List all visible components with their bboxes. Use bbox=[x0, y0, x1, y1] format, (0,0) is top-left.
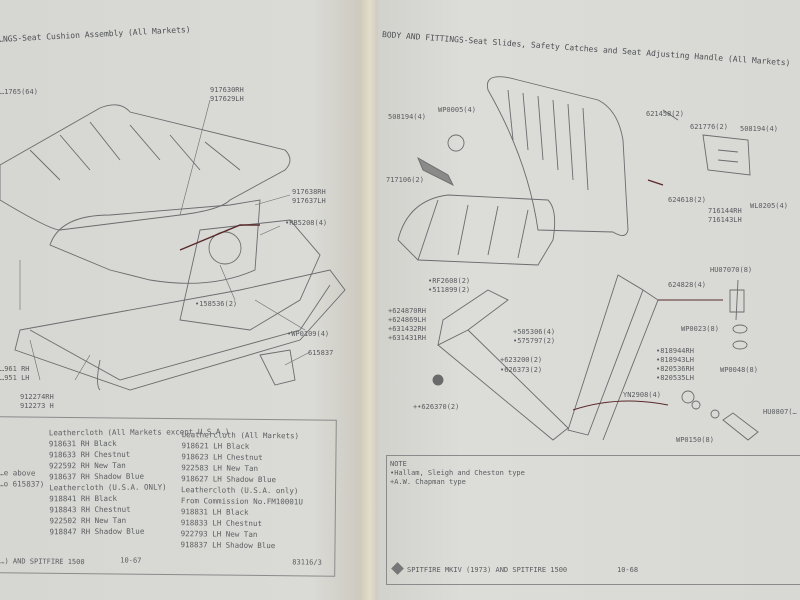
callout: 624828(4) bbox=[668, 281, 706, 289]
footer-page-number: 10-67 bbox=[120, 556, 142, 565]
parts-table: Leathercloth (All Markets except U.S.A.)… bbox=[0, 416, 337, 577]
callout: 621458(2) bbox=[646, 110, 684, 118]
callout: …1765(64) bbox=[0, 88, 38, 96]
callout: 717106(2) bbox=[386, 176, 424, 184]
logo-icon bbox=[391, 562, 404, 575]
left-page: …NGS-Seat Cushion Assembly (All Markets)… bbox=[0, 0, 368, 600]
table-side-note: …e above …o 615837) bbox=[0, 467, 44, 489]
callout: …961 RH bbox=[0, 365, 30, 373]
callout: 716143LH bbox=[708, 216, 742, 224]
callout: +623200(2) bbox=[500, 356, 543, 364]
note-heading: NOTE bbox=[390, 460, 407, 468]
table-column-lh: Leathercloth (All Markets) 918621 LH Bla… bbox=[180, 429, 303, 551]
callout: 508194(4) bbox=[740, 125, 778, 133]
seat-slides-diagram bbox=[397, 76, 759, 441]
callout: •511899(2) bbox=[428, 286, 471, 294]
note-line: +A.W. Chapman type bbox=[390, 478, 466, 486]
footer-model: …) AND SPITFIRE 1500 bbox=[0, 557, 85, 567]
callout: HU07070(8) bbox=[710, 266, 753, 274]
callout: WP0150(8) bbox=[676, 436, 714, 444]
callout: 917630RH bbox=[210, 86, 244, 94]
footer-page-number: 10-68 bbox=[617, 566, 639, 574]
callout: •158536(2) bbox=[195, 300, 238, 308]
callout: 917629LH bbox=[210, 95, 244, 103]
callout: …951 LH bbox=[0, 374, 30, 382]
callout: HU0807(… bbox=[763, 408, 797, 416]
callout: •820535LH bbox=[656, 374, 694, 382]
callout: 716144RH bbox=[708, 207, 742, 215]
callout: 624618(2) bbox=[668, 196, 706, 204]
callout: •WP0109(4) bbox=[287, 330, 330, 338]
callout: •820536RH bbox=[656, 365, 694, 373]
callout: 615837 bbox=[308, 349, 334, 357]
table-row: 918837 LH Shadow Blue bbox=[180, 540, 276, 551]
callout: 917637LH bbox=[292, 197, 326, 205]
callout: •RF2608(2) bbox=[428, 277, 471, 285]
side-note-line: …o 615837) bbox=[0, 479, 45, 489]
footer-model: SPITFIRE MKIV (1973) AND SPITFIRE 1500 bbox=[407, 566, 568, 574]
seat-cushion-diagram bbox=[0, 99, 346, 391]
callout: •RB5208(4) bbox=[285, 219, 328, 227]
callout: 621776(2) bbox=[690, 123, 728, 131]
callout: +505306(4) bbox=[513, 328, 556, 336]
callout: •575797(2) bbox=[513, 337, 556, 345]
callout: 912273 H bbox=[20, 402, 54, 410]
note-box: NOTE •Hallam, Sleigh and Cheston type +A… bbox=[386, 455, 800, 585]
callout: WL0205(4) bbox=[750, 202, 788, 210]
callout: •818943LH bbox=[656, 356, 694, 364]
note-line: •Hallam, Sleigh and Cheston type bbox=[390, 469, 525, 477]
callout: +•626370(2) bbox=[413, 403, 460, 411]
side-note-line: …e above bbox=[0, 468, 36, 478]
callout: YN2908(4) bbox=[623, 391, 661, 399]
callout: +624870RH bbox=[388, 307, 426, 315]
callout: +631431RH bbox=[388, 334, 426, 342]
right-page: BODY AND FITTINGS-Seat Slides, Safety Ca… bbox=[378, 0, 800, 600]
callout: 912274RH bbox=[20, 393, 54, 401]
callout: +631432RH bbox=[388, 325, 426, 333]
callout: WP0048(8) bbox=[720, 366, 758, 374]
footer-ref: 83116/3 bbox=[292, 558, 322, 567]
callout: WP0005(4) bbox=[438, 106, 476, 114]
callout: •818944RH bbox=[656, 347, 694, 355]
callout: WP0023(8) bbox=[681, 325, 719, 333]
callout: •626373(2) bbox=[500, 366, 543, 374]
callout: +624869LH bbox=[388, 316, 426, 324]
callout: 508194(4) bbox=[388, 113, 426, 121]
callout: 917638RH bbox=[292, 188, 326, 196]
book-gutter bbox=[360, 0, 382, 600]
